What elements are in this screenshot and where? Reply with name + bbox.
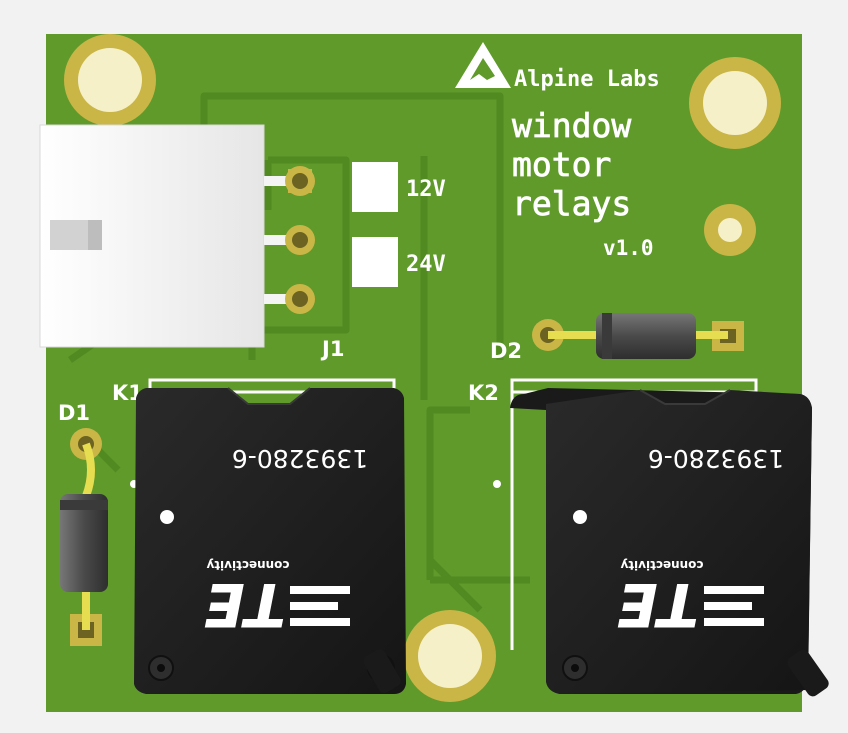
board-title-line-2: motor [512, 145, 611, 184]
jumper-pad-24v [352, 237, 398, 287]
pin-pad [285, 225, 315, 255]
small-hole [704, 204, 756, 256]
pin-pad [285, 284, 315, 314]
jumper-pad-12v [352, 162, 398, 212]
relay-k2-brand-subtext: connectivity [620, 558, 703, 572]
company-name: Alpine Labs [514, 67, 660, 92]
pin1-marker [493, 480, 501, 488]
te-logo-icon: TE [204, 569, 350, 639]
label-k2: K2 [468, 381, 499, 405]
jumper-label-12v: 12V [406, 177, 446, 202]
relay-k1-outline [148, 378, 396, 394]
svg-text:TE: TE [617, 569, 699, 639]
relay-k2 [510, 388, 829, 697]
diode-d1 [60, 428, 108, 646]
pin-pad [285, 166, 315, 196]
relay-k1-part-number: 1393280-6 [232, 444, 368, 473]
te-logo-icon: TE [617, 569, 764, 639]
relay-k1 [134, 387, 406, 694]
label-d2: D2 [490, 339, 522, 363]
board-title-line-3: relays [512, 184, 631, 223]
jumper-label-24v: 24V [406, 252, 446, 277]
mounting-hole [64, 34, 156, 126]
mountain-logo-icon [455, 42, 511, 88]
diode-d2 [532, 313, 744, 359]
relay-k1-brand-subtext: connectivity [206, 558, 289, 572]
label-d1: D1 [58, 401, 90, 425]
connector-j1 [39, 124, 298, 348]
board-title-line-1: window [512, 106, 631, 145]
relay-k2-part-number: 1393280-6 [648, 444, 784, 473]
mounting-hole [689, 57, 781, 149]
mounting-hole [404, 610, 496, 702]
svg-text:TE: TE [204, 569, 286, 639]
board-version: v1.0 [603, 236, 654, 260]
label-j1: J1 [320, 337, 344, 361]
